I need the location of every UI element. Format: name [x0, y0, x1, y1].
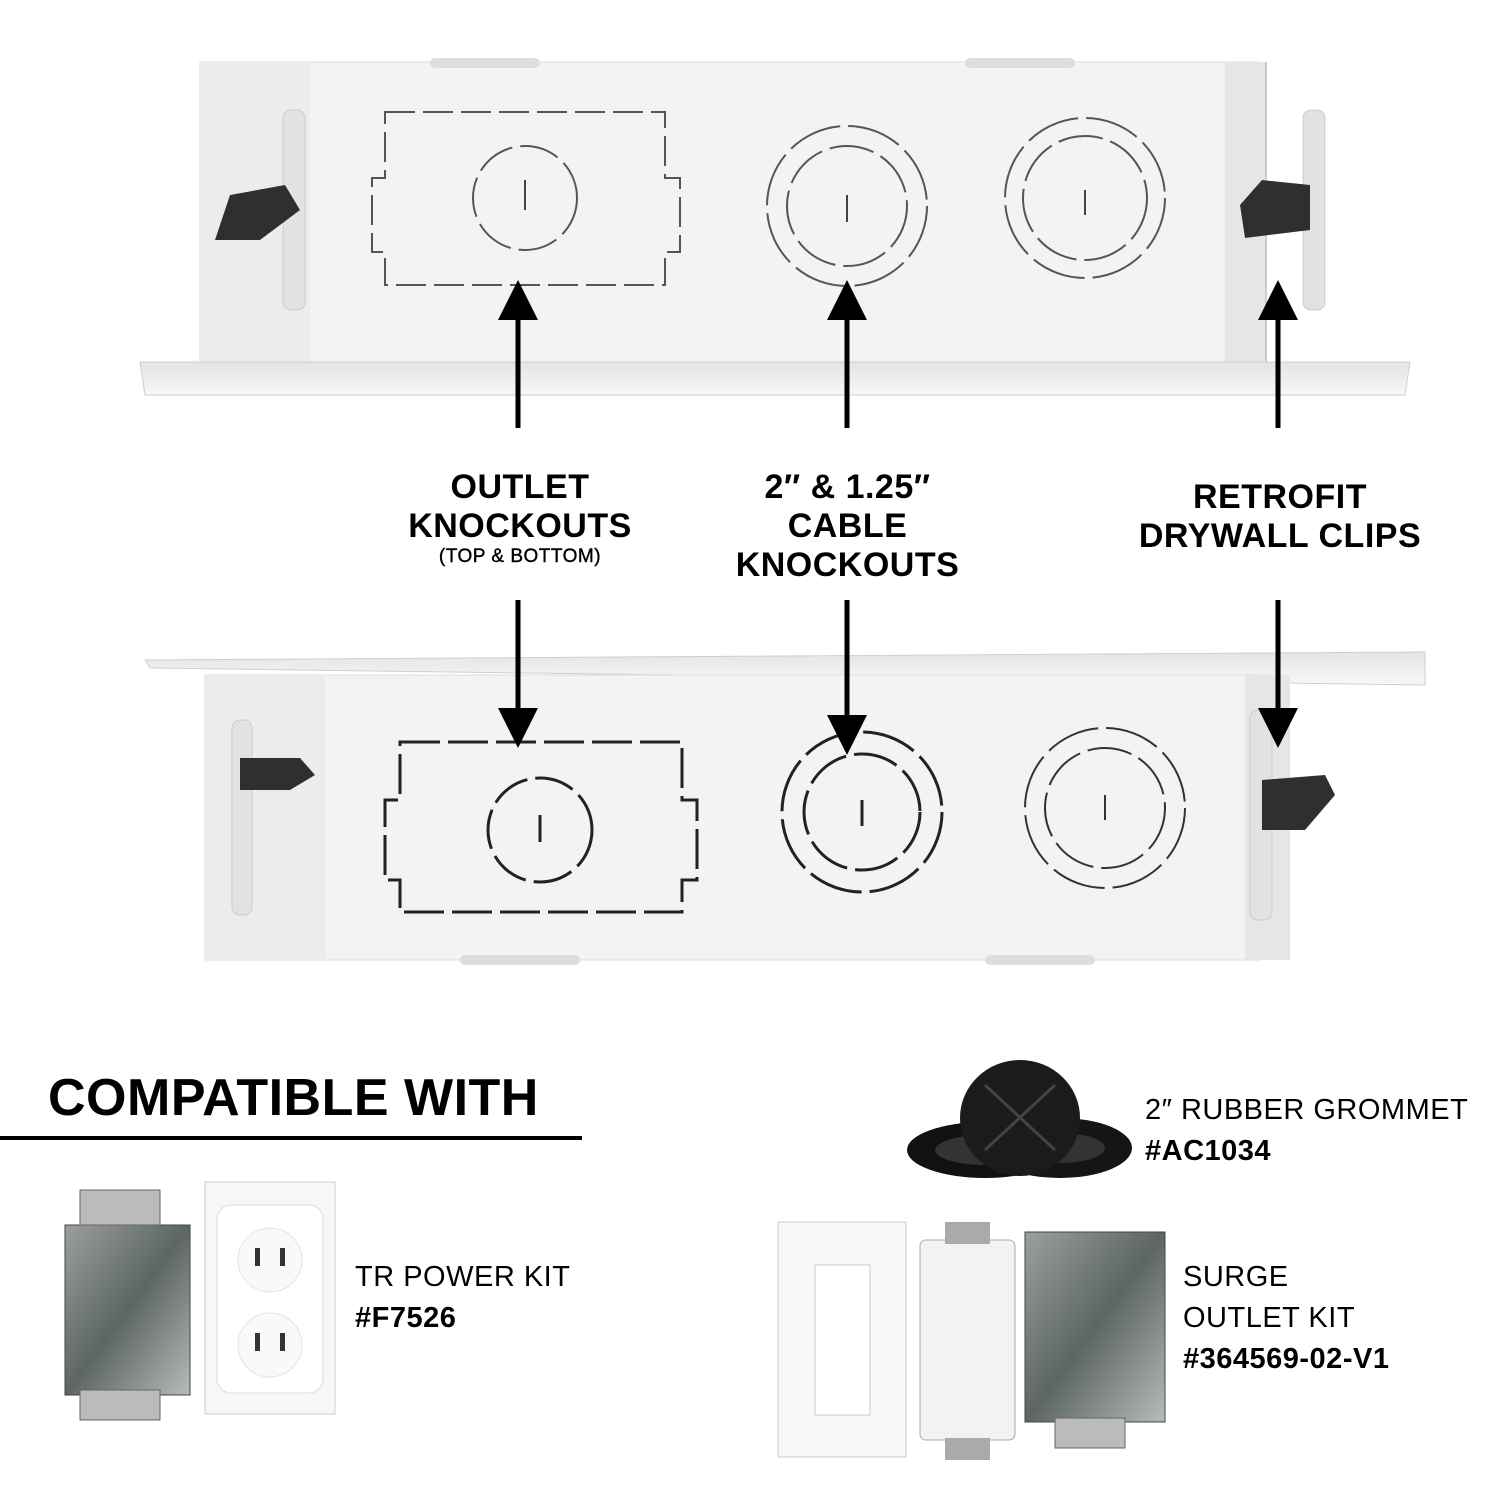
enclosure-top-view — [139, 58, 1411, 396]
callout-outlet-sub: (TOP & BOTTOM) — [438, 546, 602, 567]
callout-cable-line1: 2″ & 1.25″ — [764, 468, 931, 506]
callout-outlet-line1: OUTLET — [450, 468, 590, 506]
product-grommet: 2″ RUBBER GROMMET #AC1034 — [1145, 1090, 1468, 1172]
power-kit-image — [64, 1181, 336, 1421]
drywall-clip-right-bottom — [1249, 709, 1335, 921]
product-power-kit-name: TR POWER KIT — [355, 1261, 571, 1293]
product-power-kit: TR POWER KIT #F7526 — [355, 1257, 570, 1339]
compatible-heading: COMPATIBLE WITH — [48, 1069, 539, 1127]
rubber-grommet-image — [907, 1060, 1132, 1178]
callout-arrows — [498, 280, 1298, 755]
enclosure-bottom-view — [144, 651, 1426, 965]
drywall-clip-left-bottom — [231, 719, 315, 916]
product-surge-kit-name-2: OUTLET KIT — [1183, 1302, 1356, 1334]
product-surge-kit-part: #364569-02-V1 — [1183, 1343, 1390, 1375]
callout-clips-line1: RETROFIT — [1193, 478, 1367, 516]
callout-cable-knockouts: 2″ & 1.25″ CABLE KNOCKOUTS — [700, 468, 995, 585]
product-grommet-part: #AC1034 — [1145, 1135, 1272, 1167]
callout-cable-line2: CABLE — [787, 507, 908, 545]
product-grommet-name: 2″ RUBBER GROMMET — [1145, 1094, 1469, 1126]
drywall-clip-right — [1240, 109, 1326, 311]
callout-cable-line3: KNOCKOUTS — [735, 546, 960, 584]
product-power-kit-part: #F7526 — [355, 1302, 457, 1334]
product-surge-kit-name-1: SURGE — [1183, 1261, 1289, 1293]
surge-outlet-kit-image — [777, 1221, 1166, 1460]
drywall-clip-left — [215, 109, 306, 311]
callout-outlet-line2: KNOCKOUTS — [408, 507, 632, 545]
callout-clips-line2: DRYWALL CLIPS — [1138, 517, 1422, 555]
callout-drywall-clips: RETROFIT DRYWALL CLIPS — [1100, 478, 1460, 556]
callout-outlet-knockouts: OUTLET KNOCKOUTS (TOP & BOTTOM) — [375, 468, 665, 568]
product-surge-kit: SURGE OUTLET KIT #364569-02-V1 — [1183, 1257, 1389, 1380]
heading-underline — [0, 1136, 582, 1140]
